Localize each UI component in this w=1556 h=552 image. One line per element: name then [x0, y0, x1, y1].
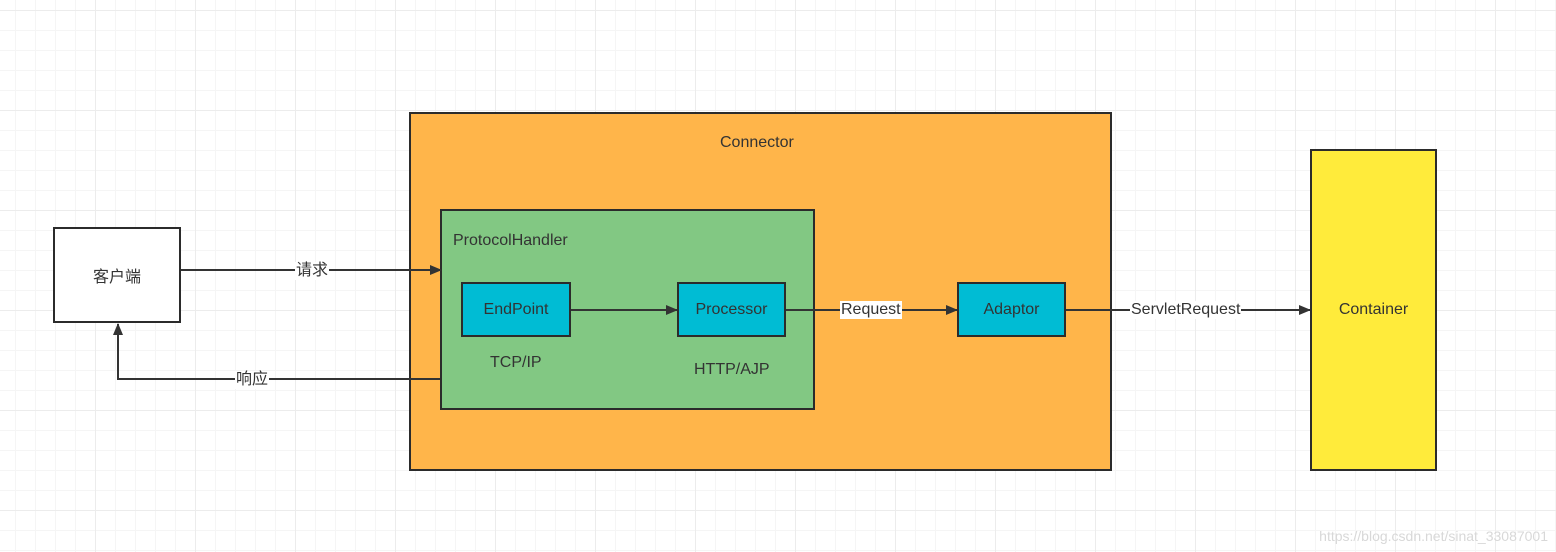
adaptor-label: Adaptor [983, 300, 1040, 318]
watermark: https://blog.csdn.net/sinat_33087001 [1319, 528, 1548, 544]
client-label: 客户端 [92, 269, 141, 286]
connector-label: Connector [720, 134, 794, 151]
container-label: Container [1338, 301, 1409, 318]
endpoint-label: EndPoint [483, 300, 549, 318]
http-ajp-label: HTTP/AJP [694, 361, 770, 378]
edge-response-cn [113, 323, 440, 380]
processor-box: Processor [677, 282, 786, 337]
edge-label-request: Request [840, 301, 902, 319]
edge-label-servlet-request: ServletRequest [1130, 301, 1242, 319]
protocol-handler-label: ProtocolHandler [453, 232, 568, 249]
container-box: Container [1310, 149, 1437, 471]
edge-label-response-cn: 响应 [235, 371, 270, 389]
tcp-ip-label: TCP/IP [490, 354, 542, 371]
endpoint-box: EndPoint [461, 282, 571, 337]
adaptor-box: Adaptor [957, 282, 1066, 337]
processor-label: Processor [695, 300, 768, 318]
edge-label-request-cn: 请求 [295, 262, 330, 280]
client-box: 客户端 [53, 227, 181, 323]
